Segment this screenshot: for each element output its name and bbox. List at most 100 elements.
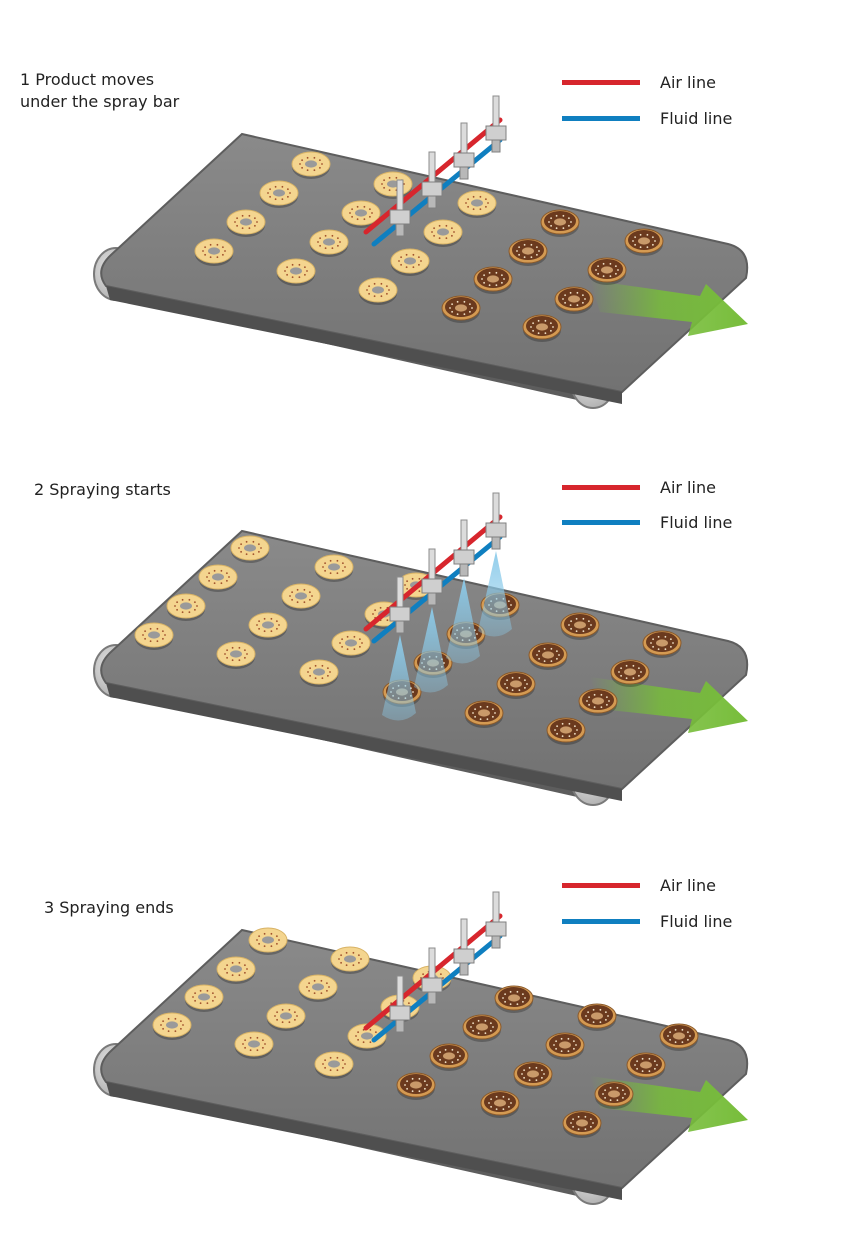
- plain-donut: [152, 1012, 192, 1040]
- glazed-donut: [626, 1052, 666, 1080]
- air-line-swatch: [562, 882, 640, 888]
- plain-donut: [276, 258, 316, 286]
- spray-nozzle: [389, 179, 411, 237]
- glazed-donut: [473, 266, 513, 294]
- glazed-donut: [513, 1061, 553, 1089]
- plain-donut: [373, 171, 413, 199]
- air-line-label: Air line: [660, 72, 716, 92]
- step-3-title-line-1: 3 Spraying ends: [44, 898, 174, 917]
- plain-donut: [298, 974, 338, 1002]
- plain-donut: [266, 1003, 306, 1031]
- plain-donut: [198, 564, 238, 592]
- glazed-donut: [540, 209, 580, 237]
- plain-donut: [341, 200, 381, 228]
- spray-nozzle: [453, 918, 475, 976]
- spray-cone: [382, 635, 416, 721]
- fluid-line-label: Fluid line: [660, 108, 733, 128]
- glazed-donut: [480, 1090, 520, 1118]
- glazed-donut: [642, 630, 682, 658]
- fluid-line-swatch: [562, 918, 640, 924]
- air-line-swatch: [562, 484, 640, 490]
- step-1-title-line-1: 1 Product moves: [20, 70, 155, 89]
- plain-donut: [234, 1031, 274, 1059]
- glazed-donut: [462, 1014, 502, 1042]
- glazed-donut: [587, 257, 627, 285]
- step-2-panel: 2 Spraying starts Air line Fluid line: [0, 397, 842, 806]
- spray-nozzle: [453, 122, 475, 180]
- plain-donut: [281, 583, 321, 611]
- glazed-donut: [560, 612, 600, 640]
- step-1-title: 1 Product moves under the spray bar: [20, 69, 179, 113]
- direction-arrow: [590, 677, 748, 733]
- plain-donut: [184, 984, 224, 1012]
- step-2-title: 2 Spraying starts: [34, 479, 171, 501]
- glazed-donut: [610, 659, 650, 687]
- plain-donut: [314, 1051, 354, 1079]
- spray-nozzle: [421, 151, 443, 209]
- spray-nozzle: [485, 492, 507, 550]
- plain-donut: [291, 151, 331, 179]
- spray-nozzle: [389, 975, 411, 1033]
- plain-donut: [331, 630, 371, 658]
- spray-nozzle: [389, 576, 411, 634]
- spray-nozzle: [421, 947, 443, 1005]
- spray-cone: [414, 607, 448, 693]
- step-2-title-line-1: 2 Spraying starts: [34, 480, 171, 499]
- spray-nozzle: [421, 548, 443, 606]
- donuts: [194, 151, 664, 342]
- spray-cone: [446, 578, 480, 664]
- legend-fluid-line: Fluid line: [562, 108, 732, 128]
- air-line-swatch: [562, 79, 640, 85]
- fluid-line-swatch: [562, 519, 640, 525]
- plain-donut: [216, 641, 256, 669]
- spray-nozzle: [485, 95, 507, 153]
- fluid-line-label: Fluid line: [660, 512, 733, 532]
- plain-donut: [299, 659, 339, 687]
- glazed-donut: [522, 314, 562, 342]
- glazed-donut: [577, 1003, 617, 1031]
- spray-nozzle: [485, 891, 507, 949]
- plain-donut: [248, 612, 288, 640]
- air-line-label: Air line: [660, 477, 716, 497]
- plain-donut: [226, 209, 266, 237]
- plain-donut: [309, 229, 349, 257]
- fluid-line-label: Fluid line: [660, 911, 733, 931]
- plain-donut: [166, 593, 206, 621]
- glazed-donut: [441, 295, 481, 323]
- spray-bar: [363, 95, 507, 247]
- fluid-line-swatch: [562, 115, 640, 121]
- plain-donut: [314, 554, 354, 582]
- glazed-donut: [546, 717, 586, 745]
- plain-donut: [248, 927, 288, 955]
- legend-air-line: Air line: [562, 477, 716, 497]
- plain-donut: [457, 190, 497, 218]
- plain-donut: [259, 180, 299, 208]
- plain-donut: [230, 535, 270, 563]
- glazed-donut: [562, 1110, 602, 1138]
- plain-donut: [330, 946, 370, 974]
- plain-donut: [194, 238, 234, 266]
- plain-donut: [358, 277, 398, 305]
- glazed-donut: [496, 671, 536, 699]
- glazed-donut: [396, 1072, 436, 1100]
- glazed-donut: [624, 228, 664, 256]
- spray-nozzle: [453, 519, 475, 577]
- spray-bar: [363, 492, 512, 721]
- glazed-donut: [508, 238, 548, 266]
- plain-donut: [390, 248, 430, 276]
- legend-fluid-line: Fluid line: [562, 512, 732, 532]
- direction-arrow: [590, 280, 748, 336]
- conveyor-illustration: [93, 492, 749, 806]
- air-line-label: Air line: [660, 875, 716, 895]
- legend-fluid-line: Fluid line: [562, 911, 732, 931]
- glazed-donut: [554, 286, 594, 314]
- legend-air-line: Air line: [562, 875, 716, 895]
- plain-donut: [423, 219, 463, 247]
- step-1-title-line-2: under the spray bar: [20, 92, 180, 111]
- glazed-donut: [578, 688, 618, 716]
- plain-donut: [134, 622, 174, 650]
- glazed-donut: [659, 1023, 699, 1051]
- glazed-donut: [494, 985, 534, 1013]
- plain-donut: [216, 956, 256, 984]
- glazed-donut: [528, 642, 568, 670]
